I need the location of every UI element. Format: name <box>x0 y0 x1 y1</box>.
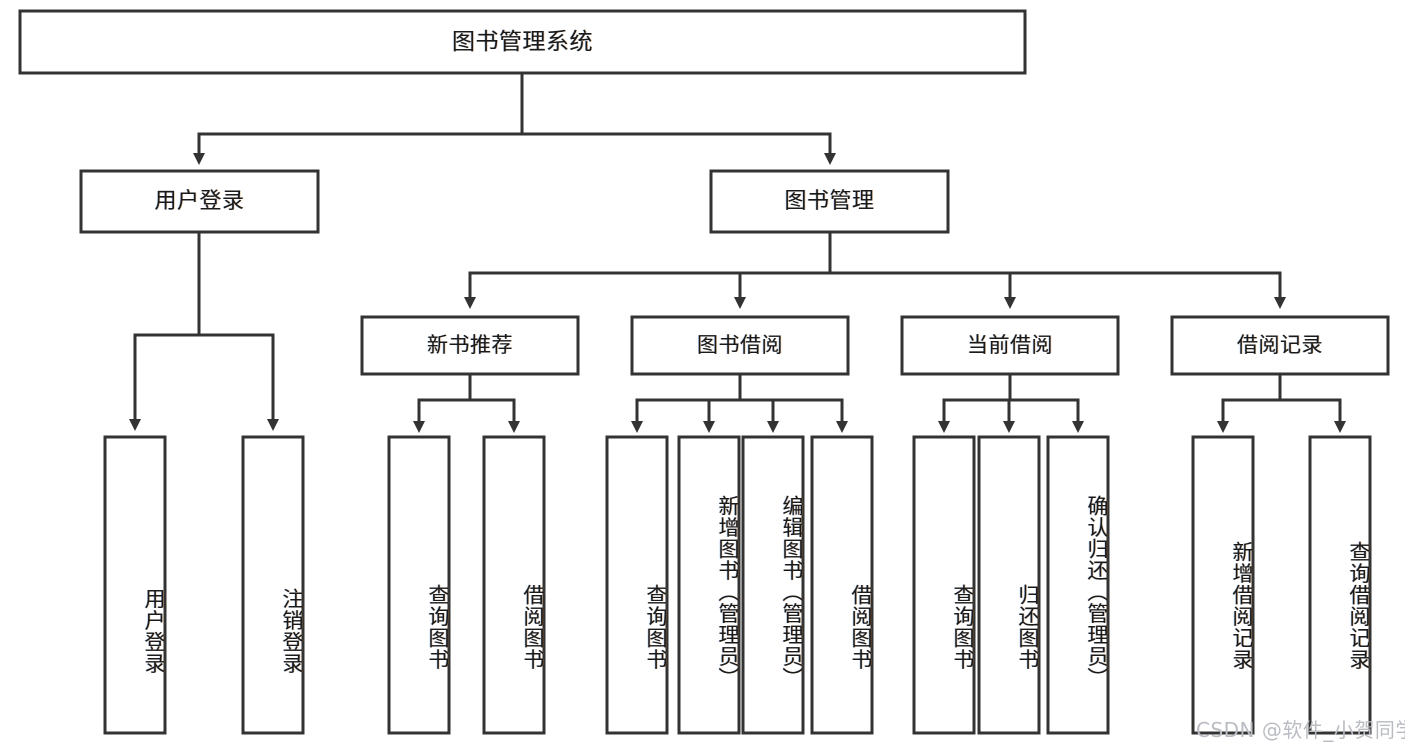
node-box-book-borrow[interactable] <box>630 315 850 376</box>
node-box-leaf-add-record[interactable] <box>1191 435 1255 735</box>
node-box-leaf-user-login[interactable] <box>103 435 167 735</box>
node-box-leaf-add-book[interactable] <box>677 435 741 735</box>
node-box-leaf-user-logout[interactable] <box>241 435 305 735</box>
node-box-leaf-borrow-book-2[interactable] <box>810 435 874 735</box>
node-box-leaf-borrow-book-1[interactable] <box>482 435 546 735</box>
node-box-borrow-record[interactable] <box>1170 315 1390 376</box>
node-box-book-manage[interactable] <box>709 169 950 234</box>
node-box-new-book-recommend[interactable] <box>360 315 580 376</box>
node-box-leaf-edit-book[interactable] <box>741 435 805 735</box>
node-box-root[interactable] <box>18 9 1027 75</box>
node-box-leaf-confirm-return[interactable] <box>1046 435 1110 735</box>
node-box-leaf-query-record[interactable] <box>1308 435 1372 735</box>
node-box-leaf-query-book-1[interactable] <box>387 435 451 735</box>
node-box-leaf-return-book[interactable] <box>977 435 1041 735</box>
node-box-leaf-query-book-3[interactable] <box>912 435 976 735</box>
node-box-leaf-query-book-2[interactable] <box>605 435 669 735</box>
node-box-user-login[interactable] <box>79 169 320 234</box>
node-box-current-borrow[interactable] <box>900 315 1120 376</box>
